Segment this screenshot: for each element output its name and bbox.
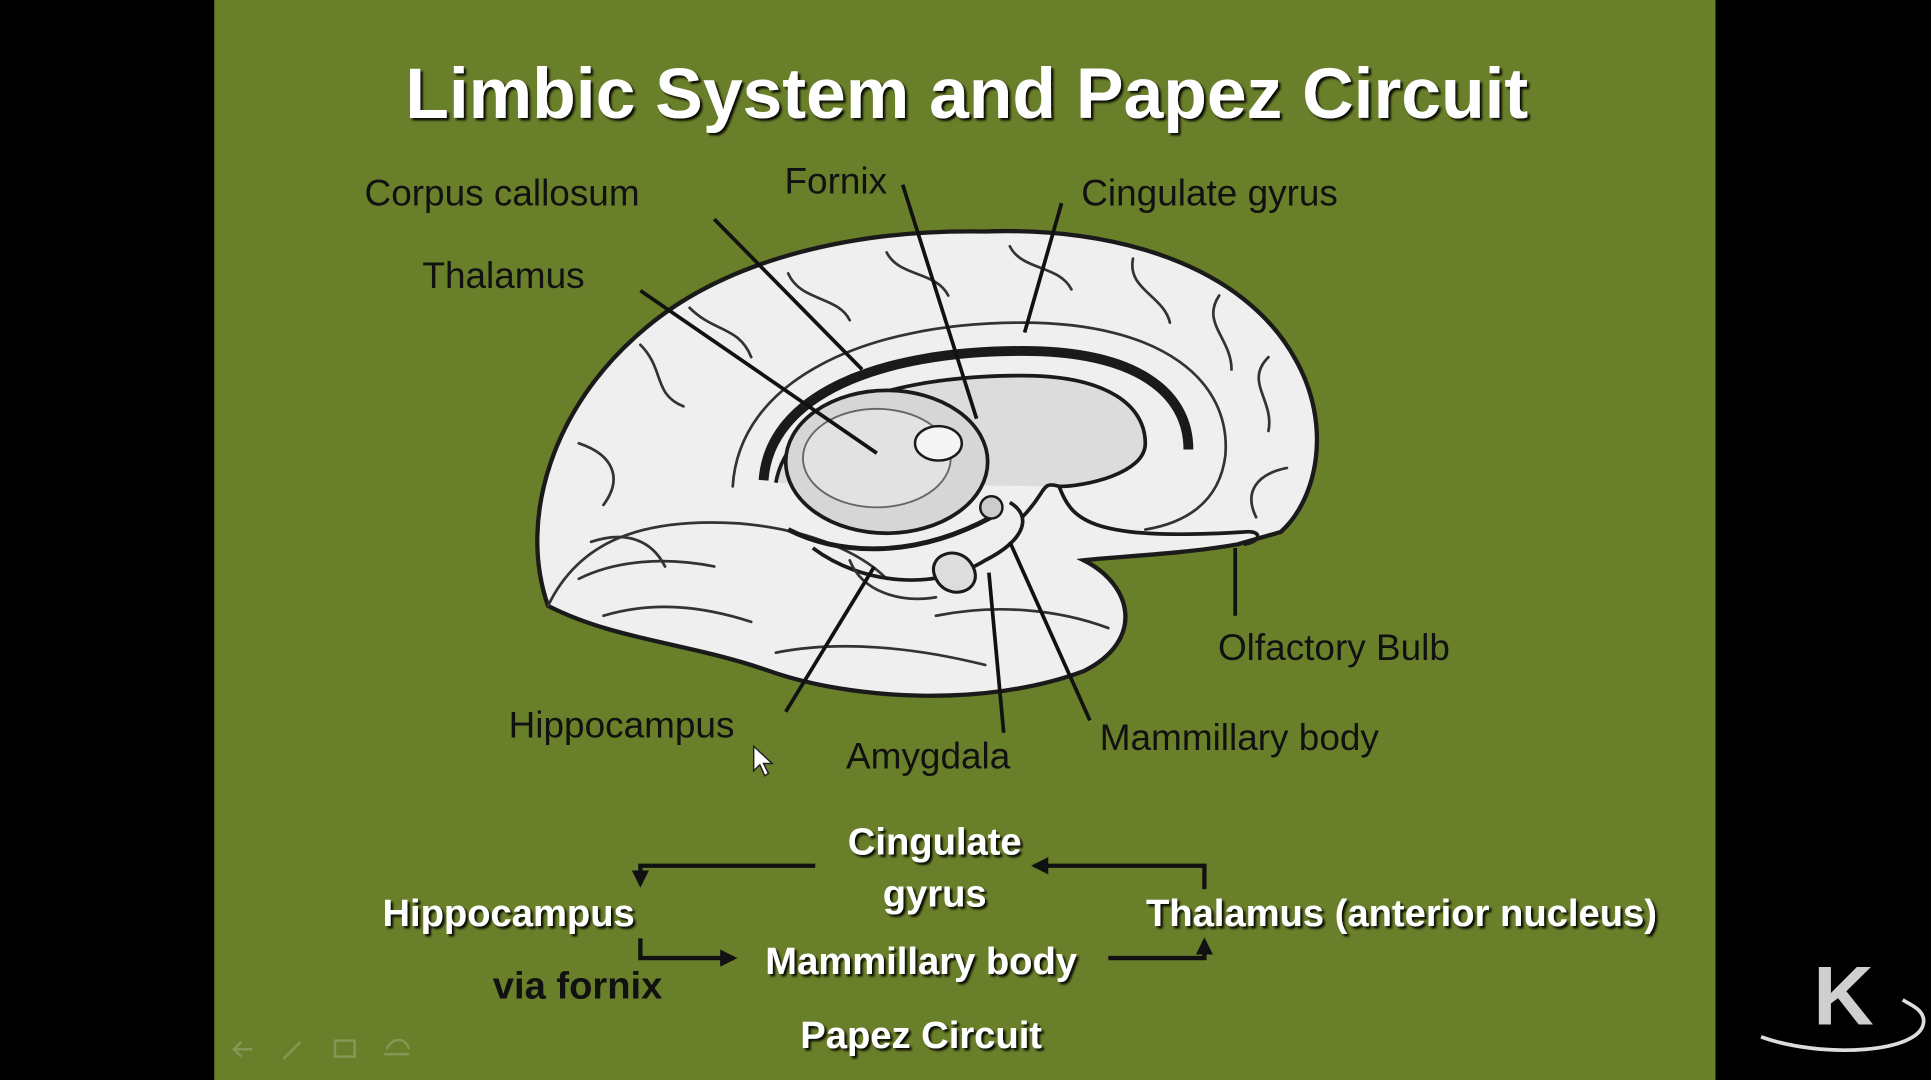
label-thalamus: Thalamus <box>422 255 584 296</box>
circuit-mammillary-body: Mammillary body <box>765 940 1077 983</box>
more-icon[interactable] <box>384 1038 411 1056</box>
circuit-gyrus: gyrus <box>883 872 987 915</box>
circuit-thalamus: Thalamus (anterior nucleus) <box>1146 892 1657 935</box>
back-icon[interactable] <box>232 1040 253 1058</box>
label-corpus-callosum: Corpus callosum <box>365 173 640 214</box>
k-logo: K <box>1760 949 1926 1052</box>
slideshow-toolbar[interactable] <box>232 1038 411 1060</box>
svg-text:K: K <box>1813 949 1873 1043</box>
papez-circuit: Cingulate gyrus Hippocampus Thalamus (an… <box>382 821 1656 1057</box>
slide-title: Limbic System and Papez Circuit <box>405 54 1528 134</box>
label-amygdala: Amygdala <box>846 735 1011 776</box>
label-cingulate-gyrus: Cingulate gyrus <box>1081 173 1338 214</box>
label-hippocampus: Hippocampus <box>509 705 735 746</box>
label-fornix: Fornix <box>784 160 887 201</box>
circuit-hippocampus: Hippocampus <box>382 892 634 935</box>
circuit-cingulate: Cingulate <box>848 821 1022 864</box>
slides-icon[interactable] <box>333 1039 356 1058</box>
leader-lines <box>639 184 1238 733</box>
circuit-caption: Papez Circuit <box>800 1014 1042 1057</box>
label-mammillary-body: Mammillary body <box>1100 717 1380 758</box>
circuit-via-fornix: via fornix <box>493 965 663 1008</box>
brain-illustration <box>535 228 1320 698</box>
pen-icon[interactable] <box>282 1040 302 1060</box>
label-olfactory-bulb: Olfactory Bulb <box>1218 627 1450 668</box>
mouse-cursor-icon <box>752 744 775 777</box>
